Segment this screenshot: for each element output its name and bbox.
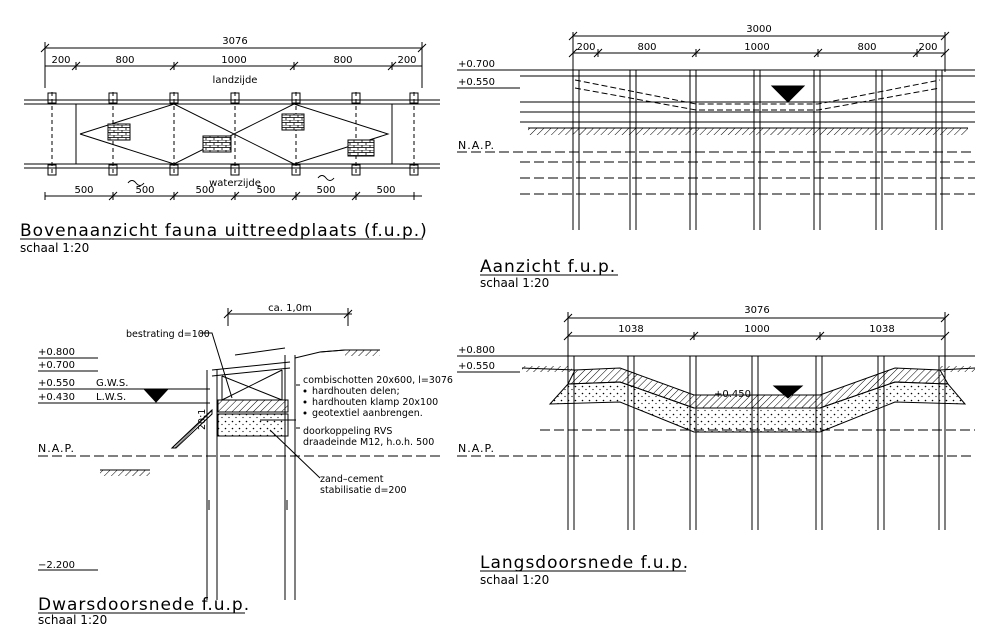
top-view-texts: 3076 200 800 1000 800 200 landzijde wate… [20, 36, 428, 255]
bottom-dim-6: 500 [376, 185, 395, 196]
cs-sand-line-1: zand–cement [320, 474, 384, 485]
bottom-dim-2: 500 [135, 185, 154, 196]
long-posts [568, 356, 945, 530]
cs-width-dim: ca. 1,0m [268, 303, 312, 314]
elevation-texts: 3000 200 800 1000 800 200 +0.700 +0.550 … [458, 24, 938, 290]
top-dim-4: 800 [333, 55, 352, 66]
long-dim-3: 1038 [869, 324, 894, 335]
cs-combi-line-1: combischotten 20x600, l=3076 [303, 375, 453, 386]
long-dim-2: 1000 [744, 324, 769, 335]
top-dim-5: 200 [397, 55, 416, 66]
long-overall-dim: 3076 [744, 305, 769, 316]
cs-level-3: +0.550 [38, 378, 75, 389]
elev-posts [573, 70, 942, 230]
cs-lws: L.W.S. [96, 392, 126, 403]
long-level-2: +0.550 [458, 361, 495, 372]
top-dim-ticks [45, 62, 422, 70]
top-post-caps [48, 93, 418, 175]
long-section-texts: 3076 1038 1000 1038 +0.800 +0.550 +0.450… [458, 305, 895, 587]
cs-slope: 20:1 [197, 409, 208, 430]
elev-nap: N.A.P. [458, 139, 495, 152]
elev-level-2: +0.550 [458, 77, 495, 88]
elevation-title: Aanzicht f.u.p. [480, 257, 616, 277]
bottom-dim-1: 500 [74, 185, 93, 196]
cs-level-4: +0.430 [38, 392, 75, 403]
top-dim-3: 1000 [221, 55, 246, 66]
cs-paving-note: bestrating d=100 [126, 329, 210, 340]
elev-dim-4: 800 [857, 42, 876, 53]
elev-overall-dim: 3000 [746, 24, 771, 35]
elev-dim-ticks [569, 49, 949, 57]
cs-combi-line-3: hardhouten klamp 20x100 [312, 397, 438, 408]
long-floor-level: +0.450 [714, 389, 751, 400]
cross-section-scale: schaal 1:20 [38, 613, 107, 627]
top-dim-1: 200 [51, 55, 70, 66]
cs-level-1: +0.800 [38, 347, 75, 358]
bottom-dim-ticks [45, 192, 414, 200]
elev-dim-1: 200 [576, 42, 595, 53]
bottom-dim-5: 500 [316, 185, 335, 196]
waterside-label: waterzijde [209, 178, 261, 189]
elev-dim-5: 200 [918, 42, 937, 53]
cs-nap: N.A.P. [38, 442, 75, 455]
long-level-1: +0.800 [458, 345, 495, 356]
long-nap: N.A.P. [458, 442, 495, 455]
cross-section [38, 308, 440, 613]
top-view [20, 42, 440, 239]
top-view-title: Bovenaanzicht fauna uittreedplaats (f.u.… [20, 221, 428, 241]
cs-combi-line-4: geotextiel aanbrengen. [312, 408, 423, 419]
long-dim-1: 1038 [618, 324, 643, 335]
elev-dim-2: 800 [637, 42, 656, 53]
long-section-title: Langsdoorsnede f.u.p. [480, 553, 689, 573]
elevation-scale: schaal 1:20 [480, 276, 549, 290]
top-dim-2: 800 [115, 55, 134, 66]
cs-sand-line-2: stabilisatie d=200 [320, 485, 407, 496]
elev-dim-3: 1000 [744, 42, 769, 53]
top-view-scale: schaal 1:20 [20, 241, 89, 255]
long-section [457, 312, 975, 571]
long-section-scale: schaal 1:20 [480, 573, 549, 587]
cs-bottom-level: −2.200 [38, 560, 75, 571]
cs-coupling-line-1: doorkoppeling RVS [303, 426, 392, 437]
bottom-dim-4: 500 [256, 185, 275, 196]
top-overall-dim: 3076 [222, 36, 247, 47]
cs-bullets [303, 389, 307, 415]
landside-label: landzijde [213, 75, 258, 86]
cs-gws: G.W.S. [96, 378, 128, 389]
elev-level-1: +0.700 [458, 59, 495, 70]
bottom-dim-3: 500 [195, 185, 214, 196]
cs-combi-line-2: hardhouten delen; [312, 386, 400, 397]
cross-section-title: Dwarsdoorsnede f.u.p. [38, 595, 250, 615]
cs-level-2: +0.700 [38, 360, 75, 371]
elevation-view [457, 32, 975, 275]
cross-section-texts: ca. 1,0m bestrating d=100 +0.800 +0.700 … [38, 303, 453, 627]
cs-coupling-line-2: draadeinde M12, h.o.h. 500 [303, 437, 434, 448]
